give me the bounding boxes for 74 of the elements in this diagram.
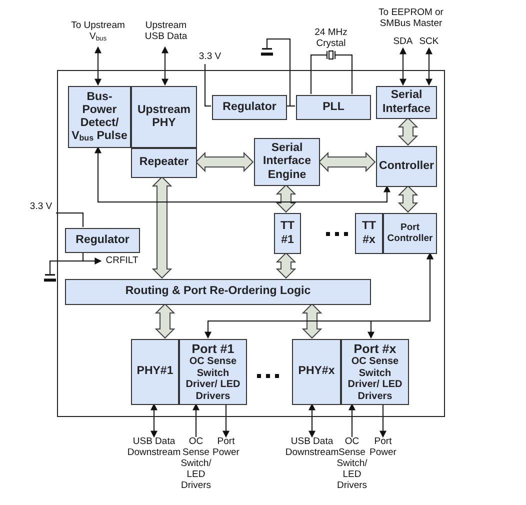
block-label: PHY#x: [298, 365, 335, 379]
arrow: [222, 404, 230, 438]
double-arrow: [368, 252, 434, 339]
wire: [204, 64, 212, 106]
regulator-block: [212, 95, 287, 120]
block-label: PHY#1: [136, 365, 174, 379]
port-block: [179, 339, 247, 405]
block-label: Port Controller: [386, 222, 434, 244]
double-arrow: [150, 403, 158, 438]
arrow: [348, 403, 356, 438]
signal-label: SDA: [393, 37, 413, 48]
port-block: [341, 339, 409, 405]
double-arrow: [308, 403, 316, 438]
signal-label: 24 MHz Crystal: [314, 28, 348, 50]
arrow: [192, 403, 200, 438]
regulator-block: [65, 228, 140, 253]
tt-block: [274, 213, 301, 254]
signal-label: Port Power: [368, 437, 398, 459]
block-label: Port #1: [192, 342, 234, 356]
block-label: Routing & Port Re-Ordering Logic: [125, 285, 311, 299]
pll-block: [296, 95, 371, 120]
block-label: Regulator: [222, 100, 276, 114]
bus-arrow: [398, 185, 418, 213]
controller-block: [376, 146, 437, 187]
wire: [310, 60, 312, 94]
block-label: OC Sense Switch Driver/ LED Drivers: [346, 356, 404, 402]
bus-arrow: [152, 176, 172, 279]
double-arrow: [162, 46, 168, 86]
block-label: Upstream PHY: [136, 104, 192, 130]
wire: [50, 252, 84, 266]
block-label: Serial Interface: [382, 89, 432, 116]
signal-label: SCK: [419, 37, 439, 48]
block-label: OC Sense Switch Driver/ LED Drivers: [184, 356, 242, 402]
double-arrow: [94, 46, 102, 86]
signal-label: Port Power: [212, 437, 240, 459]
phy-block: [292, 339, 341, 405]
signal-label: Upstream USB Data: [144, 21, 188, 43]
bus-arrow: [398, 117, 418, 146]
phy-block: [131, 86, 197, 148]
block-label: Controller: [379, 160, 434, 174]
interface-block: [376, 86, 437, 119]
block-label: TT #x: [360, 220, 378, 247]
signal-label: To Upstream V$_{bus}$: [70, 21, 126, 43]
bus-arrow: [276, 252, 296, 279]
controller-block: [383, 213, 437, 254]
repeater-block: [131, 148, 197, 178]
block-label: Repeater: [139, 156, 189, 170]
bus-arrow: [276, 184, 296, 213]
bus-arrow: [302, 303, 322, 339]
block-label: Serial Interface Engine: [262, 142, 312, 182]
note-label: To EEPROM or SMBus Master: [378, 8, 444, 30]
block-label: PLL: [322, 100, 344, 114]
block-label: Bus- Power Detect/ V$_{bus}$ Pulse: [70, 90, 128, 144]
block-label: TT #1: [279, 220, 296, 247]
signal-label: 3.3 V: [30, 202, 52, 213]
block-label: Regulator: [76, 234, 130, 248]
wire: [266, 38, 296, 106]
signal-label: CRFILT: [106, 256, 138, 267]
logic-block: [65, 279, 371, 305]
double-arrow: [426, 47, 432, 86]
double-arrow: [400, 47, 406, 86]
chip-outline: [57, 70, 445, 417]
block-label: Port #x: [354, 342, 396, 356]
arrow: [380, 404, 386, 438]
phy-block: [131, 339, 179, 405]
bus-arrow: [154, 303, 176, 339]
signal-label: 3.3 V: [198, 52, 222, 63]
wire: [56, 212, 84, 228]
engine-block: [254, 138, 320, 186]
bus-arrow: [318, 152, 376, 172]
tt-block: [355, 213, 383, 254]
double-arrow: [94, 146, 390, 202]
signal-label: OC Sense Switch/ LED Drivers: [180, 437, 212, 492]
bus-arrow: [195, 152, 254, 172]
